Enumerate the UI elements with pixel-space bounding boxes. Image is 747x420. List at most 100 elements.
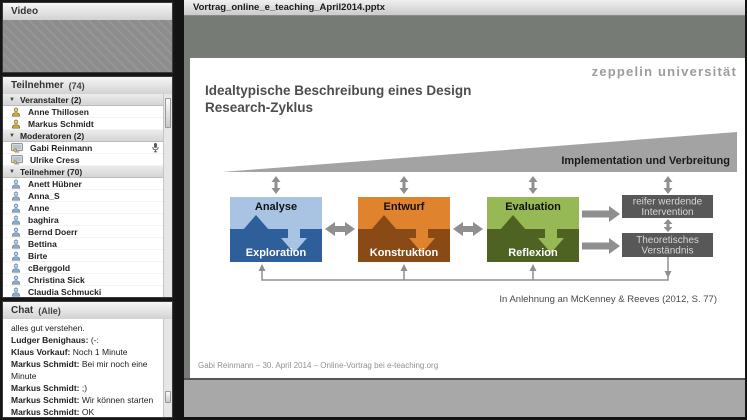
- chat-text: Noch 1 Minute: [72, 347, 128, 357]
- outcome-box-intervention: reifer werdende Intervention: [622, 195, 713, 218]
- chat-pod-header[interactable]: Chat (Alle): [3, 302, 172, 320]
- participant-icon: [11, 251, 21, 261]
- participant-icon: [11, 275, 21, 285]
- participant-row[interactable]: Anne Thillosen: [3, 106, 163, 118]
- slide: zeppelin universität Idealtypische Besch…: [190, 58, 745, 378]
- participant-name: Anne: [28, 202, 50, 213]
- implementation-wedge: [222, 132, 737, 172]
- share-pod: Vortrag_online_e_teaching_April2014.pptx…: [184, 0, 747, 420]
- chat-pod-title: Chat: [11, 305, 34, 316]
- participant-name: cBerggold: [28, 262, 71, 273]
- chat-message: Ludger Benighaus: (-:: [11, 334, 162, 346]
- cycle-box-analyse: Analyse Exploration: [230, 197, 322, 262]
- right-arrow-icon: [582, 238, 620, 254]
- chat-pod: Chat (Alle) alles gut verstehen.Ludger B…: [2, 301, 173, 418]
- pane-divider[interactable]: [175, 0, 184, 420]
- up-arrowhead-icon: [529, 264, 537, 271]
- participant-row[interactable]: Bettina: [3, 238, 163, 250]
- right-arrow-icon: [582, 206, 620, 222]
- participants-scrollbar[interactable]: [163, 94, 172, 297]
- participant-row[interactable]: Anna_S: [3, 190, 163, 202]
- participant-name: Christina Sick: [28, 274, 85, 285]
- chat-scrollbar[interactable]: [163, 319, 172, 417]
- chat-sender: Markus Schmidt:: [11, 359, 82, 369]
- participants-count: (74): [68, 80, 85, 91]
- participant-row[interactable]: Birte: [3, 250, 163, 262]
- participant-group-label: Teilnehmer (70): [19, 166, 83, 177]
- sidebar: Video Teilnehmer (74) ▼Veranstalter (2)A…: [0, 0, 176, 420]
- participant-name: Markus Schmidt: [28, 118, 94, 129]
- cycle-box-entwurf: Entwurf Konstruktion: [358, 197, 450, 262]
- chat-scrollbar-thumb[interactable]: [165, 391, 171, 403]
- chat-text: Bei mir noch eine Minute: [11, 359, 148, 381]
- double-arrow-icon: [663, 219, 673, 232]
- participants-pod: Teilnehmer (74) ▼Veranstalter (2)Anne Th…: [2, 76, 173, 298]
- participant-row[interactable]: baghira: [3, 214, 163, 226]
- participant-row[interactable]: Bernd Doerr: [3, 226, 163, 238]
- chat-sender: Markus Schmidt:: [11, 383, 82, 393]
- svg-text:Intervention: Intervention: [641, 207, 693, 218]
- participant-row[interactable]: Gabi Reinmann: [3, 142, 163, 154]
- down-arrow-icon: [281, 215, 307, 253]
- participant-group-header[interactable]: ▼Moderatoren (2): [3, 130, 163, 142]
- participant-group-header[interactable]: ▼Teilnehmer (70): [3, 166, 163, 178]
- participant-row[interactable]: Anne: [3, 202, 163, 214]
- video-display: [3, 20, 172, 72]
- window-right-edge: [745, 0, 747, 420]
- cycle-box-evaluation: Evaluation Reflexion: [487, 197, 579, 262]
- participant-name: Anne Thillosen: [28, 106, 89, 117]
- participant-row[interactable]: cBerggold: [3, 262, 163, 274]
- participant-row[interactable]: Markus Schmidt: [3, 118, 163, 130]
- chat-message: Klaus Vorkauf: Noch 1 Minute: [11, 346, 162, 358]
- chat-sender: Ludger Benighaus:: [11, 335, 91, 345]
- university-logo: zeppelin universität: [591, 64, 737, 79]
- share-pod-bottom-bar: [184, 378, 747, 417]
- participant-row[interactable]: Christina Sick: [3, 274, 163, 286]
- chat-body: alles gut verstehen.Ludger Benighaus: (-…: [3, 319, 172, 417]
- wedge-label: Implementation und Verbreitung: [561, 155, 730, 167]
- participant-icon: [11, 191, 21, 201]
- chat-text: OK: [81, 407, 95, 417]
- participant-name: Birte: [28, 250, 48, 261]
- down-arrow-icon: [538, 215, 564, 253]
- participants-scrollbar-thumb[interactable]: [165, 98, 171, 128]
- participant-name: Gabi Reinmann: [30, 142, 93, 153]
- participant-name: Anna_S: [28, 190, 60, 201]
- svg-text:Evaluation: Evaluation: [505, 201, 561, 213]
- participant-icon: [11, 263, 21, 273]
- down-arrow-icon: [409, 215, 435, 253]
- chat-text: ;): [81, 383, 88, 393]
- svg-text:Verständnis: Verständnis: [641, 246, 693, 257]
- svg-text:Exploration: Exploration: [246, 247, 307, 259]
- chat-message: Markus Schmidt: OK: [11, 406, 162, 417]
- participant-group-label: Veranstalter (2): [19, 94, 82, 105]
- up-arrow-icon: [371, 215, 397, 260]
- up-arrowhead-icon: [400, 264, 408, 271]
- host-icon: [11, 107, 21, 117]
- participant-row[interactable]: Claudia Schmucki: [3, 286, 163, 297]
- video-pod-title: Video: [11, 6, 39, 17]
- participant-name: baghira: [28, 214, 59, 225]
- svg-text:Entwurf: Entwurf: [384, 201, 425, 213]
- chat-sender: Markus Schmidt:: [11, 407, 82, 417]
- chat-text: alles gut verstehen.: [11, 323, 85, 333]
- participant-icon: [11, 227, 21, 237]
- up-arrowhead-icon: [258, 264, 266, 271]
- participant-row[interactable]: Anett Hübner: [3, 178, 163, 190]
- double-arrow-icon: [325, 222, 355, 236]
- double-arrow-icon: [528, 176, 538, 194]
- participant-row[interactable]: Ulrike Cress: [3, 154, 163, 166]
- share-pod-titlebar[interactable]: Vortrag_online_e_teaching_April2014.pptx: [184, 0, 747, 16]
- feedback-loop: [258, 257, 672, 281]
- moderator-icon: [11, 142, 23, 153]
- participants-pod-header[interactable]: Teilnehmer (74): [3, 77, 172, 95]
- video-pod-header[interactable]: Video: [3, 3, 172, 21]
- svg-text:Reflexion: Reflexion: [508, 247, 558, 259]
- chat-sender: Klaus Vorkauf:: [11, 347, 73, 357]
- participant-icon: [11, 215, 21, 225]
- participant-icon: [11, 179, 21, 189]
- svg-text:Theoretisches: Theoretisches: [636, 235, 699, 246]
- participant-group-header[interactable]: ▼Veranstalter (2): [3, 94, 163, 106]
